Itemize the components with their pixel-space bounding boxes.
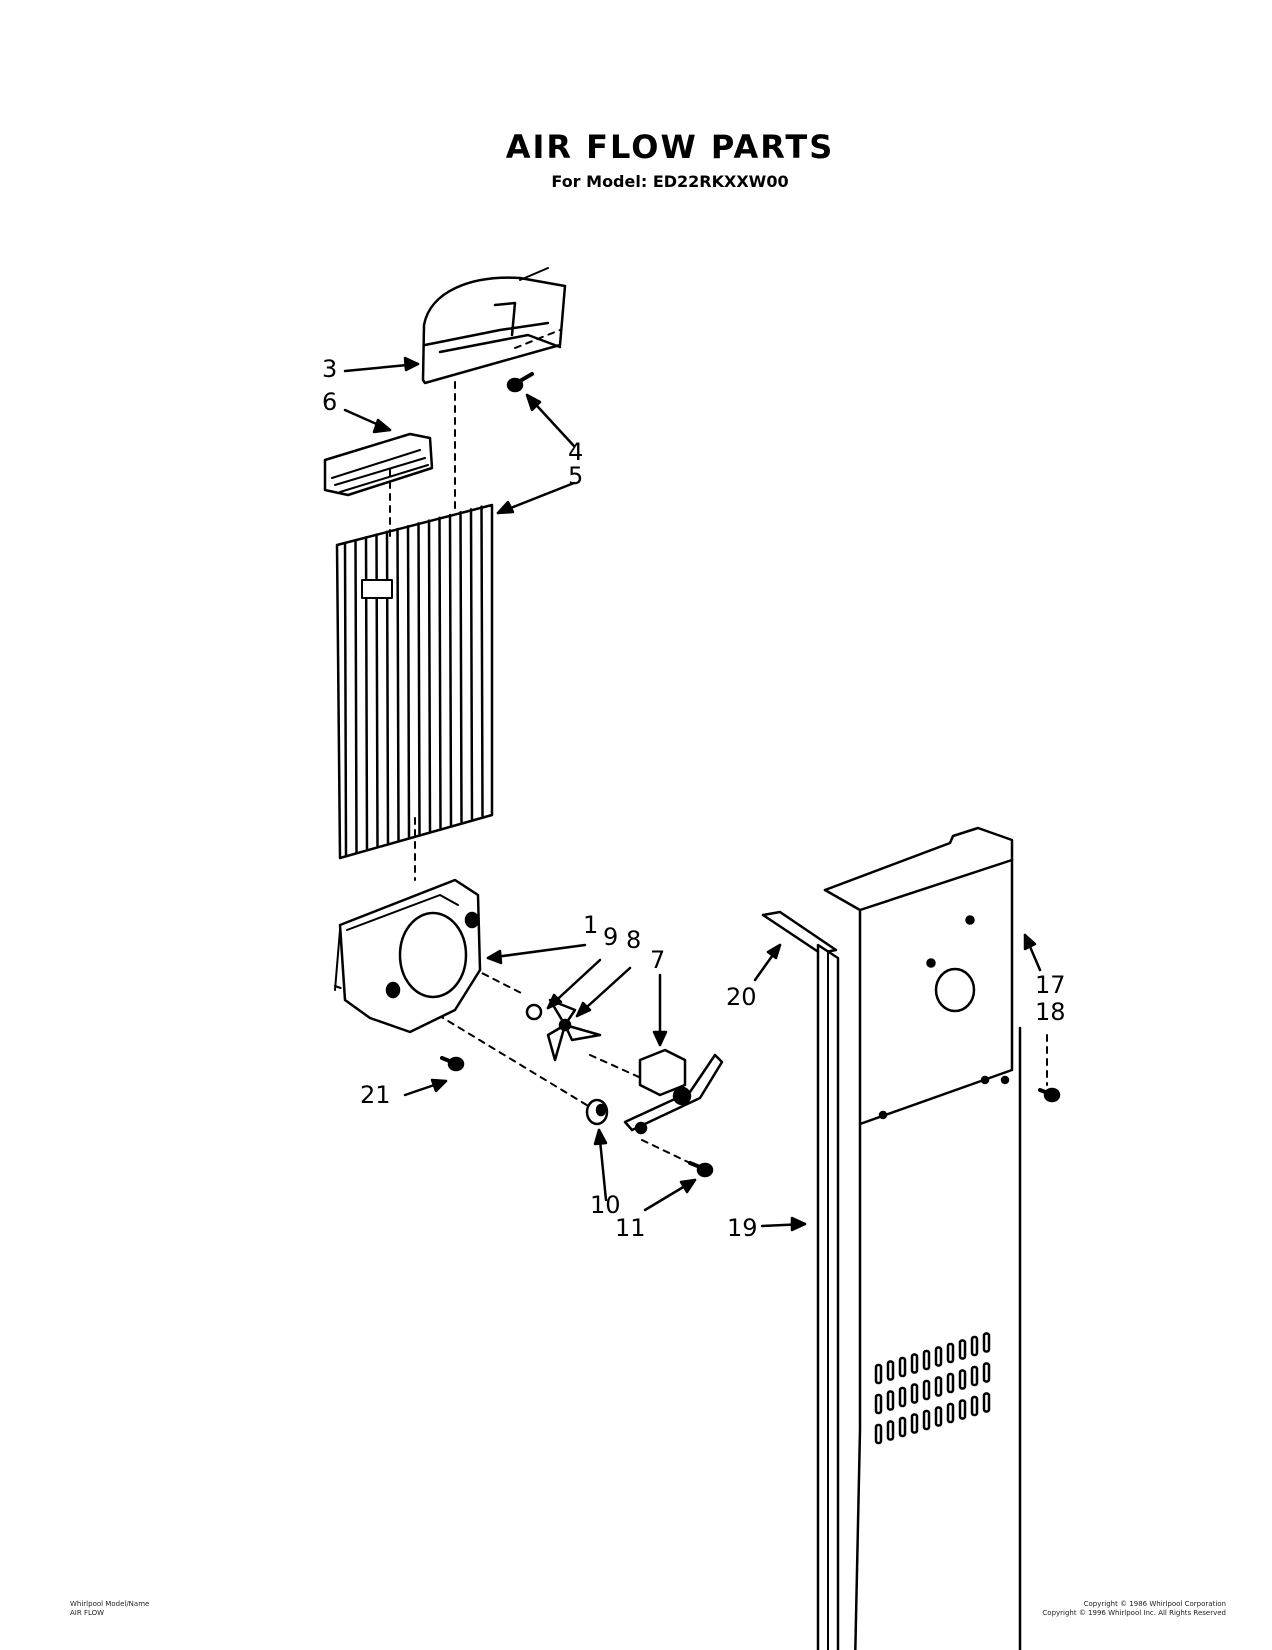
footer-left-line-1: Whirlpool Model/Name — [70, 1600, 150, 1608]
part-6-grille — [323, 432, 434, 497]
callout-21: 21 — [360, 1081, 391, 1109]
callout-5: 5 — [568, 462, 583, 490]
footer-left-line-2: AIR FLOW — [70, 1609, 105, 1617]
callout-labels: 3 6 4 5 1 9 8 7 20 17 18 21 10 11 19 — [322, 355, 1066, 1242]
part-8-fan-blade — [546, 998, 602, 1062]
part-17-rear-panel — [823, 826, 1022, 1650]
callout-7: 7 — [650, 946, 665, 974]
callout-17: 17 — [1035, 971, 1066, 999]
part-7-fan-motor — [623, 1048, 724, 1135]
callout-3: 3 — [322, 355, 337, 383]
callout-11: 11 — [615, 1214, 646, 1242]
model-subtitle: For Model: ED22RKXXW00 — [551, 172, 789, 191]
leader-arrows — [343, 356, 1042, 1232]
part-20-seal-strip — [761, 910, 838, 955]
part-3-air-duct — [421, 267, 567, 385]
callout-10: 10 — [590, 1191, 621, 1219]
part-18-screw — [1038, 1087, 1061, 1103]
page-title: AIR FLOW PARTS — [505, 128, 835, 166]
part-9-nut — [525, 1003, 543, 1021]
part-4-screw — [506, 372, 534, 393]
part-21-screw — [440, 1056, 465, 1072]
part-19-trim-strip — [816, 943, 840, 1650]
callout-9: 9 — [603, 923, 618, 951]
callout-8: 8 — [626, 926, 641, 954]
callout-19: 19 — [727, 1214, 758, 1242]
part-10-grommet — [585, 1098, 609, 1126]
footer-right: Copyright © 1986 Whirlpool Corporation C… — [1042, 1600, 1226, 1618]
part-5-ribbed-panel — [335, 503, 494, 860]
callout-1: 1 — [583, 911, 598, 939]
footer-left: Whirlpool Model/Name AIR FLOW — [70, 1600, 149, 1618]
callout-6: 6 — [322, 388, 337, 416]
callout-4: 4 — [568, 438, 583, 466]
callout-18: 18 — [1035, 998, 1066, 1026]
callout-20: 20 — [726, 983, 757, 1011]
footer-right-line-1: Copyright © 1986 Whirlpool Corporation — [1083, 1600, 1226, 1608]
footer-right-line-2: Copyright © 1996 Whirlpool Inc. All Righ… — [1042, 1609, 1226, 1617]
part-11-screw — [688, 1161, 714, 1178]
part-1-fan-shroud — [334, 878, 482, 1034]
